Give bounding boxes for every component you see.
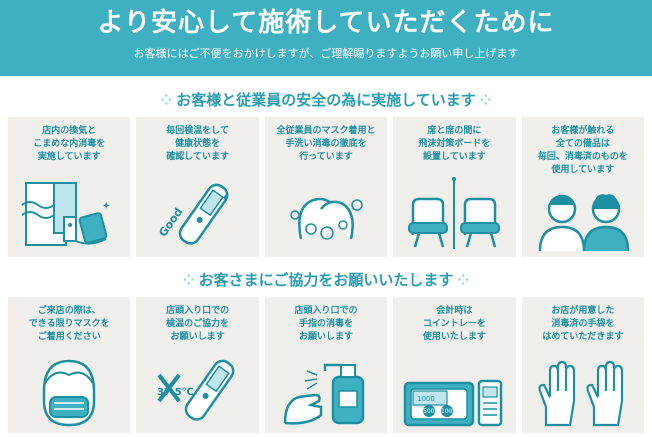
mask-face-icon: [42, 359, 96, 427]
card-text: 店頭入り口での 手指の消毒を お願いします: [294, 306, 358, 342]
card-partition: 席と席の間に 飛沫対策ボードを 設置しています: [393, 117, 516, 257]
card-text: 店頭入り口での 検温のご協力を お願いします: [166, 306, 230, 342]
ornament-icon: ⁘: [457, 272, 470, 289]
card-temperature-check: 店頭入り口での 検温のご協力を お願いします 37.5℃: [136, 297, 259, 433]
hand-wash-icon: [290, 197, 363, 240]
svg-text:✦: ✦: [102, 201, 110, 212]
request-cards: ご来店の際は、 できる限りマスクを ご着用ください 店頭入り口での 検温のご協力…: [8, 297, 645, 433]
svg-text:✦: ✦: [221, 193, 229, 204]
card-disinfected-items: お客様が触れる 全ての備品は 毎回、消毒済のものを 使用しています: [521, 117, 645, 257]
page-title: より安心して施術していただくために: [97, 8, 555, 38]
fever-label: 37.5℃: [157, 387, 194, 398]
card-text: 全従業員のマスク着用と 手洗い消毒の徹底を 行っています: [276, 126, 376, 162]
card-temperature: 毎回検温をして 健康状態を 確認しています Good ✦: [136, 117, 259, 257]
gloves-icon: [538, 360, 623, 427]
partition-chairs-icon: [408, 177, 501, 249]
banknote-label: 1000: [417, 395, 435, 403]
header-banner: より安心して施術していただくために お客様にはご不便をおかけしますが、ご理解賜り…: [0, 0, 652, 76]
card-ventilation: 店内の換気と こまめな内消毒を 実施しています ✦: [8, 117, 131, 257]
coin-label: 100: [441, 408, 453, 415]
card-text: お客様が触れる 全ての備品は 毎回、消毒済のものを 使用しています: [537, 126, 628, 175]
card-text: お店が用意した 消毒済の手袋を はめていただきます: [542, 306, 624, 342]
staff-icon: [538, 194, 630, 252]
coin-tray-icon: 1000 500 100: [404, 379, 503, 427]
card-text: 店内の換気と こまめな内消毒を 実施しています: [33, 126, 106, 162]
card-coin-tray: 会計時は コイントレーを 使用いたします 1000 500 100: [393, 297, 516, 433]
card-text: ご来店の際は、 できる限りマスクを ご着用ください: [28, 306, 110, 342]
ornament-icon: ⁘: [182, 272, 195, 289]
ornament-icon: ⁘: [479, 92, 492, 109]
card-text: 席と席の間に 飛沫対策ボードを 設置しています: [418, 126, 491, 162]
ventilation-door-icon: ✦: [21, 182, 111, 246]
card-text: 会計時は コイントレーを 使用いたします: [422, 306, 486, 342]
sanitizer-icon: [283, 363, 365, 425]
ornament-icon: ⁘: [160, 92, 173, 109]
card-hand-wash: 全従業員のマスク着用と 手洗い消毒の徹底を 行っています: [264, 117, 388, 257]
section-title-text: お客さまにご協力をお願いいたします: [198, 271, 454, 289]
section-title-safety: ⁘お客様と従業員の安全の為に実施しています⁘: [0, 90, 652, 111]
section-title-text: お客様と従業員の安全の為に実施しています: [176, 91, 476, 109]
page-subtitle: お客様にはご不便をおかけしますが、ご理解賜りますようお願い申し上げます: [133, 47, 519, 60]
thermometer-icon: Good ✦: [156, 183, 229, 245]
fever-thermometer-icon: 37.5℃: [157, 359, 235, 421]
section-title-request: ⁘お客さまにご協力をお願いいたします⁘: [0, 270, 652, 291]
card-mask: ご来店の際は、 できる限りマスクを ご着用ください: [8, 297, 131, 433]
coin-label: 500: [423, 408, 435, 415]
card-gloves: お店が用意した 消毒済の手袋を はめていただきます: [521, 297, 645, 433]
card-text: 毎回検温をして 健康状態を 確認しています: [166, 126, 229, 162]
card-sanitize: 店頭入り口での 手指の消毒を お願いします: [264, 297, 388, 433]
safety-cards: 店内の換気と こまめな内消毒を 実施しています ✦ 毎回検温をして 健康状態を …: [8, 117, 645, 257]
